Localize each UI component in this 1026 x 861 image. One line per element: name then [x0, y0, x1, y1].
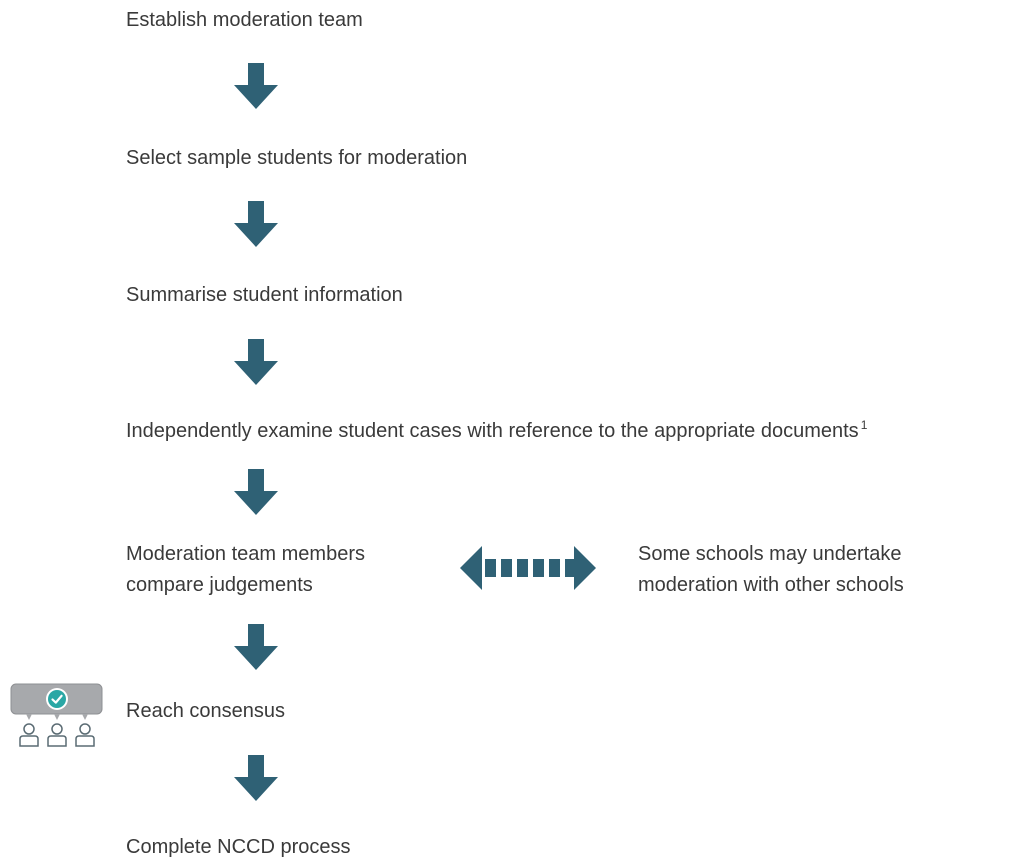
- down-arrow-icon: [234, 624, 278, 670]
- step-compare-line1: Moderation team members: [126, 543, 365, 565]
- step-compare-judgements: Moderation team members compare judgemen…: [126, 539, 365, 601]
- group-consensus-check-icon: [10, 683, 104, 747]
- step-complete-nccd: Complete NCCD process: [126, 836, 351, 858]
- step-examine-cases: Independently examine student cases with…: [126, 418, 867, 445]
- step-summarise-info: Summarise student information: [126, 284, 403, 306]
- side-note-other-schools: Some schools may undertake moderation wi…: [638, 539, 998, 601]
- step-reach-consensus: Reach consensus: [126, 700, 285, 722]
- down-arrow-icon: [234, 339, 278, 385]
- footnote-marker: 1: [860, 418, 868, 432]
- step-select-sample: Select sample students for moderation: [126, 147, 468, 169]
- down-arrow-icon: [234, 201, 278, 247]
- down-arrow-icon: [234, 469, 278, 515]
- down-arrow-icon: [234, 63, 278, 109]
- side-note-line1: Some schools may undertake: [638, 543, 902, 565]
- step-examine-cases-label: Independently examine student cases with…: [126, 420, 859, 442]
- step-establish-team: Establish moderation team: [126, 9, 363, 31]
- down-arrow-icon: [234, 755, 278, 801]
- step-compare-line2: compare judgements: [126, 574, 313, 596]
- side-note-line2: moderation with other schools: [638, 574, 904, 596]
- double-headed-dashed-arrow-icon: [460, 546, 596, 590]
